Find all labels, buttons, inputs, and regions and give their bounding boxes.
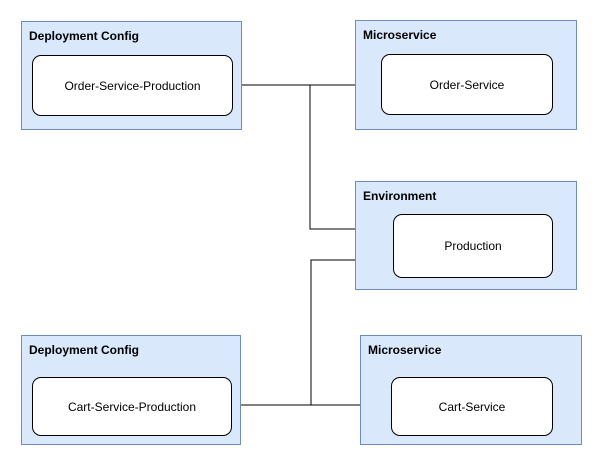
- edge-cart-service-production-to-production[interactable]: [231, 260, 391, 406]
- node-cart-service[interactable]: Cart-Service: [391, 377, 553, 436]
- container-deployment-config-order[interactable]: Deployment Config Order-Service-Producti…: [21, 21, 242, 130]
- node-cart-service-production[interactable]: Cart-Service-Production: [32, 377, 232, 436]
- node-label-production: Production: [444, 239, 502, 253]
- container-label-deployment-config-cart: Deployment Config: [29, 343, 139, 357]
- node-production[interactable]: Production: [393, 214, 553, 278]
- container-label-environment: Environment: [363, 189, 437, 203]
- node-label-cart-service-production: Cart-Service-Production: [67, 399, 197, 414]
- container-microservice-order[interactable]: Microservice Order-Service: [355, 20, 577, 130]
- container-label-deployment-config-order: Deployment Config: [29, 29, 139, 43]
- container-microservice-cart[interactable]: Microservice Cart-Service: [360, 335, 582, 445]
- node-order-service-production[interactable]: Order-Service-Production: [32, 55, 233, 116]
- container-label-microservice-order: Microservice: [363, 28, 437, 42]
- container-environment[interactable]: Environment Production: [355, 181, 577, 290]
- node-label-order-service-production: Order-Service-Production: [64, 78, 201, 93]
- edge-order-service-production-to-production[interactable]: [232, 84, 391, 229]
- container-deployment-config-cart[interactable]: Deployment Config Cart-Service-Productio…: [21, 335, 241, 445]
- container-label-microservice-cart: Microservice: [368, 343, 442, 357]
- node-label-cart-service: Cart-Service: [438, 399, 506, 414]
- node-label-order-service: Order-Service: [429, 77, 505, 92]
- node-order-service[interactable]: Order-Service: [381, 54, 553, 115]
